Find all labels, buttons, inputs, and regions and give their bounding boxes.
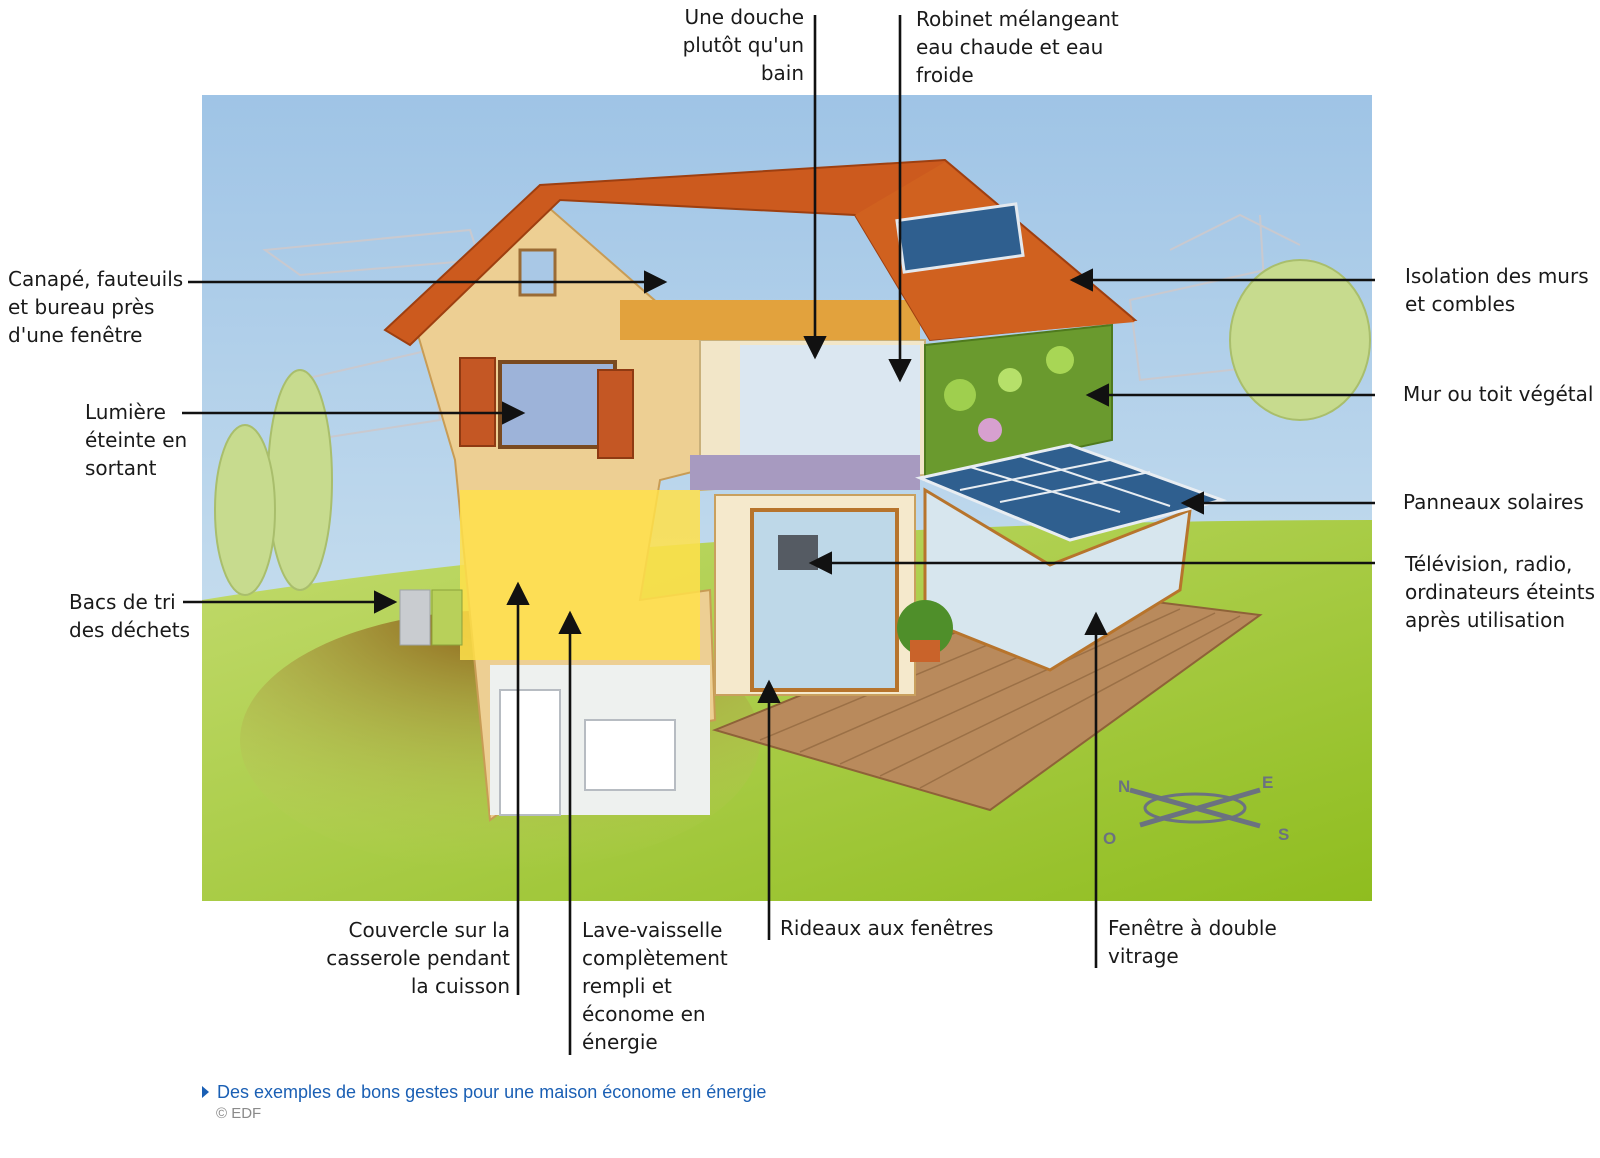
- compass-n: N: [1118, 777, 1130, 796]
- label-lumiere: Lumière éteinte en sortant: [85, 400, 188, 480]
- caption-arrow-icon: [202, 1086, 209, 1098]
- label-fenetre: Fenêtre à double vitrage: [1108, 916, 1277, 968]
- label-lave-vaisselle: Lave-vaisselle complètement rempli et éc…: [582, 918, 728, 1054]
- living-window: [750, 508, 899, 692]
- label-television: Télévision, radio, ordinateurs éteints a…: [1405, 552, 1596, 632]
- leader-lines: [182, 15, 1375, 1055]
- caption-text[interactable]: Des exemples de bons gestes pour une mai…: [217, 1082, 767, 1102]
- shutter-left: [459, 357, 496, 447]
- label-mur-vegetal: Mur ou toit végétal: [1403, 382, 1594, 406]
- washer: [584, 719, 676, 791]
- tv: [778, 535, 818, 570]
- kitchen: [460, 490, 700, 660]
- compass-e: E: [1262, 773, 1273, 792]
- caption[interactable]: Des exemples de bons gestes pour une mai…: [202, 1082, 766, 1103]
- label-panneaux: Panneaux solaires: [1403, 490, 1584, 514]
- bin-grey: [399, 589, 431, 646]
- label-robinet: Robinet mélangeant eau chaude et eau fro…: [916, 7, 1119, 87]
- label-douche: Une douche plutôt qu'un bain: [682, 5, 804, 85]
- copyright: © EDF: [216, 1105, 262, 1122]
- label-isolation: Isolation des murs et combles: [1405, 264, 1589, 316]
- shutter-right: [597, 369, 634, 459]
- bathroom: [740, 345, 920, 465]
- fridge: [499, 689, 561, 816]
- compass-o: O: [1103, 829, 1116, 848]
- label-couvercle: Couvercle sur la casserole pendant la cu…: [326, 918, 510, 998]
- compass: N E S O: [1103, 773, 1289, 848]
- attic-floor: [620, 300, 920, 340]
- label-bacs: Bacs de tri des déchets: [69, 590, 191, 642]
- label-rideaux: Rideaux aux fenêtres: [780, 916, 994, 940]
- floor-1: [690, 455, 920, 490]
- label-canape: Canapé, fauteuils et bureau près d'une f…: [8, 267, 184, 347]
- bin-green: [431, 589, 463, 646]
- attic-window: [518, 248, 557, 297]
- compass-s: S: [1278, 825, 1289, 844]
- trees: [214, 259, 1371, 596]
